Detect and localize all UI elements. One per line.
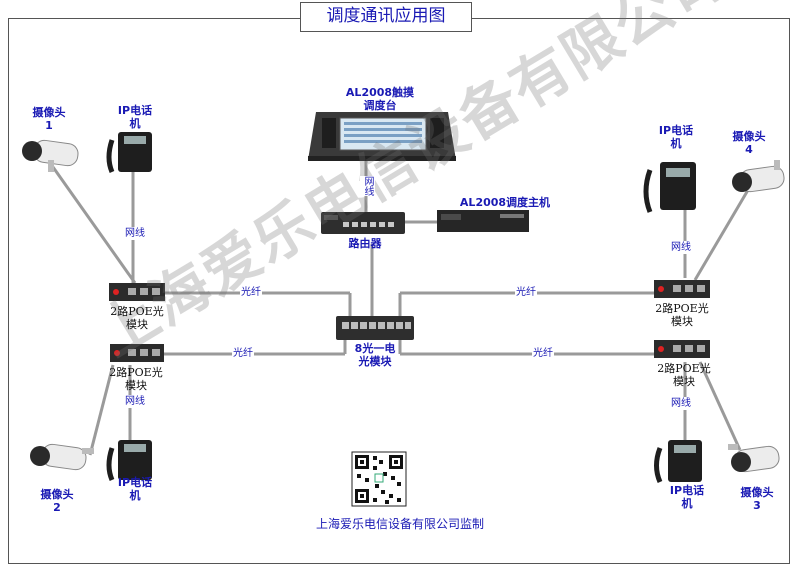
ip-phone-br-icon	[654, 440, 702, 484]
line-poe-br-cam3	[698, 361, 742, 451]
phone-br-label: IP电话机	[669, 484, 705, 510]
link-fiber-tl: 光纤	[240, 286, 262, 299]
ip-phone-tl-icon	[106, 132, 152, 173]
line-poe-bl-cam2	[88, 364, 115, 456]
line-cam1-poe	[46, 159, 137, 284]
phone-tl-label: IP电话机	[117, 104, 153, 130]
router-label: 路由器	[348, 237, 382, 250]
ip-phone-bl-icon	[106, 440, 152, 481]
link-network-tl: 网线	[124, 227, 146, 240]
poe-tr-label: 2路POE光模块	[655, 302, 709, 328]
fiber-switch-icon	[336, 316, 414, 340]
link-fiber-tr: 光纤	[515, 286, 537, 299]
link-network-br: 网线	[670, 397, 692, 410]
camera-2-icon	[30, 443, 94, 471]
poe-bl-label: 2路POE光模块	[109, 366, 163, 392]
camera-4-icon	[732, 160, 785, 193]
poe-module-tr-icon	[654, 280, 710, 298]
line-cam4-poe	[693, 189, 750, 281]
ip-phone-tr-icon	[643, 162, 696, 213]
link-network-tr: 网线	[670, 241, 692, 254]
poe-module-br-icon	[654, 340, 710, 358]
phone-tr-label: IP电话机	[658, 124, 694, 150]
camera-1-icon	[22, 139, 79, 172]
poe-module-tl-icon	[109, 283, 165, 301]
touch-console-icon	[308, 112, 456, 161]
footer-credit: 上海爱乐电信设备有限公司监制	[315, 517, 484, 531]
host-label: AL2008调度主机	[459, 196, 551, 209]
link-fiber-bl: 光纤	[232, 347, 254, 360]
poe-module-bl-icon	[110, 344, 164, 362]
phone-bl-label: IP电话机	[117, 476, 153, 502]
diagram-title: 调度通讯应用图	[300, 2, 472, 32]
dispatch-host-icon	[437, 210, 529, 232]
switch-label: 8光一电光模块	[354, 342, 396, 368]
qr-code-icon	[351, 451, 407, 507]
camera-3-icon	[728, 444, 780, 473]
router-icon	[321, 212, 405, 234]
poe-tl-label: 2路POE光模块	[110, 305, 164, 331]
console-label: AL2008触摸调度台	[345, 86, 415, 112]
link-network-bl: 网线	[124, 395, 146, 408]
poe-br-label: 2路POE光模块	[657, 362, 711, 388]
link-network-console: 网线	[360, 176, 375, 196]
link-fiber-br: 光纤	[532, 347, 554, 360]
